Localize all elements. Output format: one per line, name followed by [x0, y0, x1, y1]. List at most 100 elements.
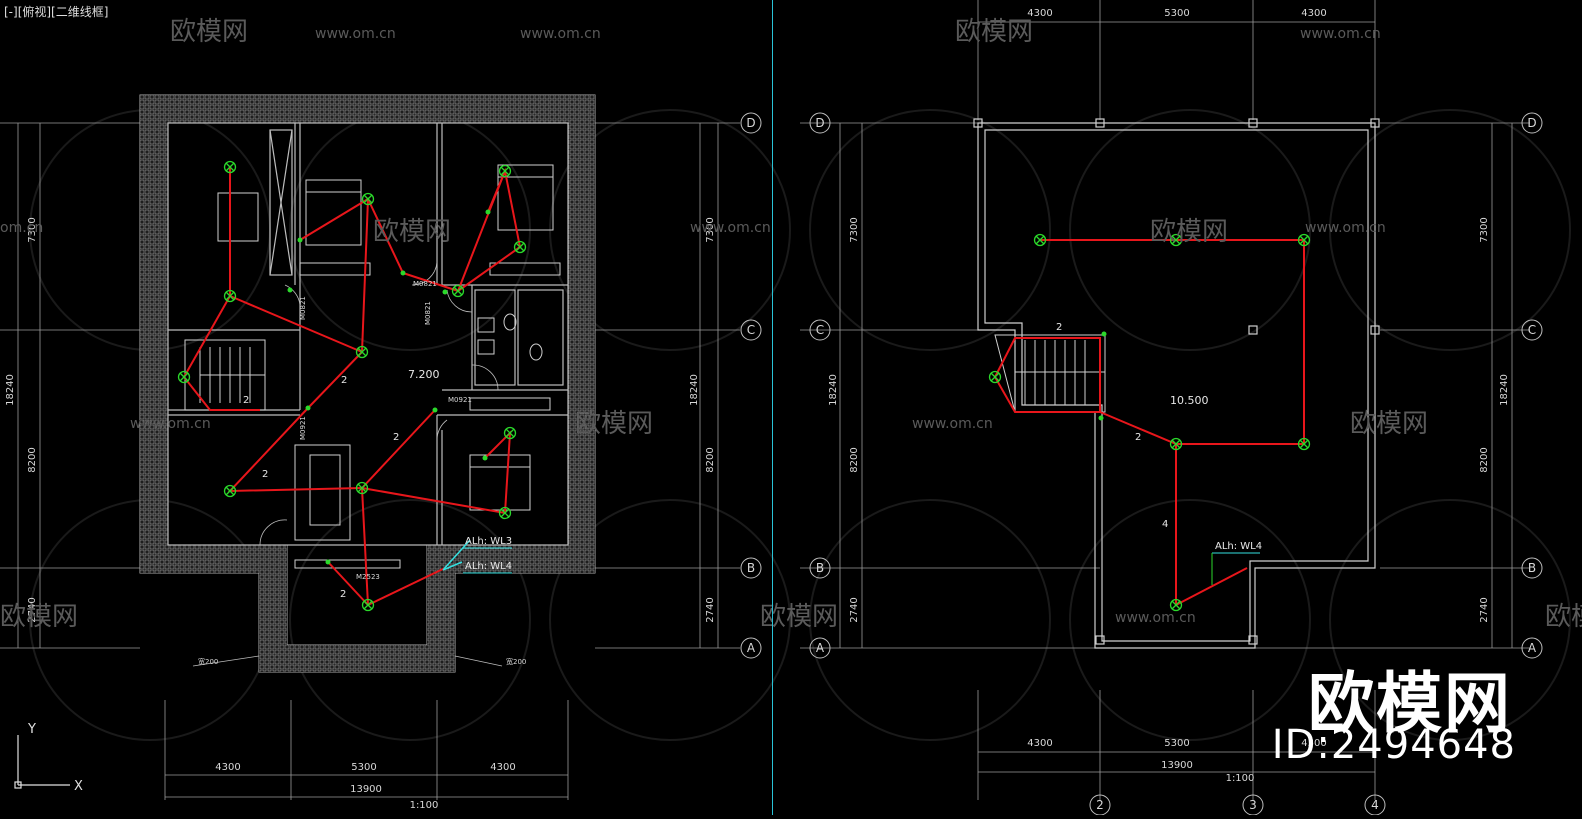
axis-bubble-d: D [746, 116, 755, 130]
dim-bottom-1: 4300 [215, 762, 240, 773]
r-axis-bubble-b: B [816, 561, 824, 575]
watermark-logo: 欧模网 [373, 217, 451, 247]
r2-axis-bubble-b: B [1528, 561, 1536, 575]
watermark-circles [29, 109, 1571, 741]
r-circuit-tag-wl4: ALh: WL4 [1215, 541, 1262, 552]
circuit-tag-wl4: ALh: WL4 [465, 561, 512, 572]
watermark-logo: 欧模网 [1350, 409, 1428, 439]
r-axis-bubble-a: A [816, 641, 825, 655]
r-dim-side-1: 7300 [849, 217, 860, 242]
grid-bubble-2: 2 [1096, 798, 1104, 812]
right-circuit-tags: ALh: WL4 [1211, 541, 1262, 585]
watermark-url: om.cn [0, 220, 43, 236]
watermark-url: www.om.cn [1300, 26, 1381, 42]
r-dim-top-1: 4300 [1027, 8, 1052, 19]
r2-axis-bubble-d: D [1527, 116, 1536, 130]
right-elevation: 10.500 [1170, 394, 1209, 407]
r-dim-side-2: 8200 [849, 447, 860, 472]
dim-bottom-2: 5300 [351, 762, 376, 773]
watermark-url: www.om.cn [520, 26, 601, 42]
dim-side-right-total: 18240 [689, 374, 700, 406]
r2-axis-bubble-a: A [1528, 641, 1537, 655]
wire-count-2: 2 [341, 375, 347, 386]
balcony-note-1: 宽200 [198, 657, 218, 666]
ucs-axis-icon [14, 735, 70, 789]
grid-bubble-4: 4 [1371, 798, 1379, 812]
left-switches [287, 209, 491, 565]
balcony-note-2: 宽200 [506, 657, 526, 666]
r-dim-total: 13900 [1161, 760, 1193, 771]
wire-count-1: 2 [243, 395, 249, 406]
r2-dim-side-2: 8200 [1479, 447, 1490, 472]
watermark-url: www.om.cn [130, 416, 211, 432]
svg-text:X: X [74, 779, 83, 794]
r-scale-label: 1:100 [1226, 773, 1255, 784]
watermark-logo: 欧模网 [0, 602, 78, 632]
watermark-logo: 欧模网 [575, 409, 653, 439]
dim-side-right-3: 2740 [705, 597, 716, 622]
axis-bubble-a: A [747, 641, 756, 655]
r-dim-top-2: 5300 [1164, 8, 1189, 19]
door-swings [259, 261, 499, 546]
brand-watermark: 欧模网 [1308, 665, 1512, 742]
left-floor-plan: D C B A 7300 8200 2740 18240 7300 8200 2… [0, 94, 762, 811]
scale-label: 1:100 [410, 800, 439, 811]
watermark-url: www.om.cn [1115, 610, 1196, 626]
circuit-tag-wl3: ALh: WL3 [465, 536, 512, 547]
r-axis-bubble-d: D [815, 116, 824, 130]
dim-side-right-2: 8200 [705, 447, 716, 472]
r-wire-count-2: 2 [1135, 432, 1141, 443]
r2-dim-side-total: 18240 [1499, 374, 1510, 406]
r-dim-side-3: 2740 [849, 597, 860, 622]
dim-bottom-total: 13900 [350, 784, 382, 795]
dim-side-1: 7300 [27, 217, 38, 242]
r2-axis-bubble-c: C [1528, 323, 1536, 337]
dim-side-3: 2740 [27, 597, 38, 622]
left-circuit-tags: ALh: WL3 ALh: WL4 [442, 536, 512, 574]
axis-bubble-b: B [747, 561, 755, 575]
viewport-divider[interactable] [772, 0, 773, 815]
r-axis-bubble-c: C [816, 323, 824, 337]
wire-count-3: 2 [262, 469, 268, 480]
dim-side-2: 8200 [27, 447, 38, 472]
viewport-label[interactable]: [-][俯视][二维线框] [4, 5, 109, 19]
watermark-logo: 欧模网 [955, 17, 1033, 47]
door-tag-6: M2523 [356, 573, 380, 581]
wire-count-5: 2 [340, 589, 346, 600]
watermark-url: www.om.cn [690, 220, 771, 236]
r-dim-top-3: 4300 [1301, 8, 1326, 19]
r-dim-bottom-1: 4300 [1027, 738, 1052, 749]
watermark-logo: 欧模网 [1545, 602, 1582, 632]
watermark-logo: 欧模网 [1150, 217, 1228, 247]
left-elevation: 7.200 [408, 368, 440, 381]
r-dim-bottom-2: 5300 [1164, 738, 1189, 749]
dim-bottom-3: 4300 [490, 762, 515, 773]
right-lamps [988, 233, 1311, 612]
axis-bubble-c: C [747, 323, 755, 337]
r2-dim-side-3: 2740 [1479, 597, 1490, 622]
watermark-url: www.om.cn [315, 26, 396, 42]
roof-outline [973, 118, 1380, 649]
watermark-url: www.om.cn [912, 416, 993, 432]
r-dim-side-total: 18240 [828, 374, 839, 406]
wire-count-4: 2 [393, 432, 399, 443]
r-wire-count-1: 2 [1056, 322, 1062, 333]
left-lamps [177, 160, 527, 612]
dim-side-total: 18240 [5, 374, 16, 406]
grid-bubble-3: 3 [1249, 798, 1257, 812]
r-wire-count-3: 4 [1162, 519, 1168, 530]
left-stairs [184, 339, 266, 411]
dim-side-right-1: 7300 [705, 217, 716, 242]
svg-text:Y: Y [27, 722, 36, 737]
watermark-url: www.om.cn [1305, 220, 1386, 236]
door-tag-4: M0921 [448, 396, 472, 404]
watermarks: 欧模网 欧模网 www.om.cn www.om.cn www.om.cn 欧模… [0, 17, 1582, 632]
right-floor-plan: D C B A D C B A 2 3 4 4300 5300 4300 430… [800, 0, 1543, 816]
watermark-logo: 欧模网 [760, 602, 838, 632]
door-tag-5: M0921 [299, 416, 307, 440]
door-tag-1: M0821 [413, 280, 437, 288]
door-tag-3: M0821 [424, 301, 432, 325]
right-stairs [994, 334, 1106, 413]
